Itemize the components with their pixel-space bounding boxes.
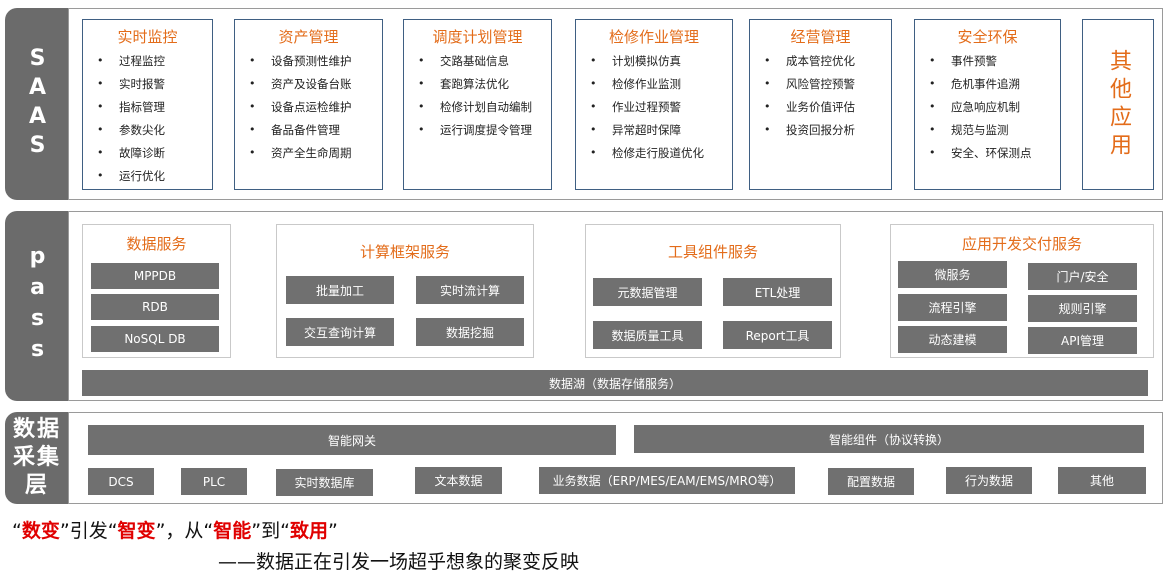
- list-item: 资产及设备台账: [249, 76, 376, 92]
- app-process-engine: 流程引擎: [898, 294, 1007, 321]
- list-item: 运行优化: [97, 168, 206, 184]
- data-service-mppdb: MPPDB: [91, 263, 219, 289]
- list-item: 业务价值评估: [764, 99, 885, 115]
- saas-module-title: 安全环保: [957, 28, 1018, 46]
- pass-label-text: pass: [25, 244, 50, 368]
- app-microservice: 微服务: [898, 261, 1007, 288]
- saas-module-title: 调度计划管理: [432, 28, 523, 46]
- list-item: 指标管理: [97, 99, 206, 115]
- saas-module-title: 经营管理: [790, 28, 851, 46]
- list-item: 设备点运检维护: [249, 99, 376, 115]
- list-item: 事件预警: [929, 53, 1048, 69]
- saas-module-title: 实时监控: [117, 28, 178, 46]
- compute-stream: 实时流计算: [416, 276, 524, 304]
- saas-module-asset-management: 资产管理 设备预测性维护 资产及设备台账 设备点运检维护 备品备件管理 资产全生…: [234, 19, 383, 190]
- caption-emphasis: 智变: [117, 520, 156, 542]
- app-api-management: API管理: [1028, 327, 1137, 354]
- list-item: 资产全生命周期: [249, 145, 376, 161]
- app-dev-delivery-title: 应用开发交付服务: [961, 235, 1082, 253]
- source-plc: PLC: [181, 468, 247, 495]
- saas-module-operations-management: 经营管理 成本管控优化 风险管控预警 业务价值评估 投资回报分析: [749, 19, 892, 190]
- data-service-rdb: RDB: [91, 294, 219, 320]
- saas-module-title: 资产管理: [278, 28, 339, 46]
- tools-component-title: 工具组件服务: [667, 243, 758, 261]
- saas-other-apps-label: 其他应用: [1106, 48, 1131, 161]
- smart-component-bar: 智能组件（协议转换）: [634, 425, 1144, 453]
- collect-label-text: 数据采集层: [13, 417, 62, 498]
- saas-module-title: 检修作业管理: [608, 28, 699, 46]
- caption-line-2: ——数据正在引发一场超乎想象的聚变反映: [218, 551, 580, 573]
- source-realtime-db: 实时数据库: [276, 469, 373, 496]
- list-item: 异常超时保障: [590, 122, 720, 138]
- app-rule-engine: 规则引擎: [1028, 295, 1137, 322]
- list-item: 故障诊断: [97, 145, 206, 161]
- list-item: 设备预测性维护: [249, 53, 376, 69]
- app-dynamic-modeling: 动态建模: [898, 326, 1007, 353]
- tool-data-quality: 数据质量工具: [593, 321, 702, 349]
- list-item: 交路基础信息: [418, 53, 539, 69]
- list-item: 作业过程预警: [590, 99, 720, 115]
- list-item: 实时报警: [97, 76, 206, 92]
- source-config-data: 配置数据: [828, 468, 914, 495]
- caption-text: “: [12, 520, 22, 542]
- compute-batch: 批量加工: [286, 276, 394, 304]
- list-item: 应急响应机制: [929, 99, 1048, 115]
- saas-module-maintenance-work: 检修作业管理 计划模拟仿真 检修作业监测 作业过程预警 异常超时保障 检修走行股…: [575, 19, 733, 190]
- saas-label-text: SAAS: [25, 46, 50, 162]
- caption-text: ”，从“: [155, 520, 214, 542]
- app-portal-security: 门户/安全: [1028, 263, 1137, 290]
- source-text-data: 文本数据: [415, 467, 502, 494]
- caption-text: ”: [327, 520, 338, 542]
- list-item: 危机事件追溯: [929, 76, 1048, 92]
- source-dcs: DCS: [88, 468, 154, 495]
- saas-other-apps: 其他应用: [1082, 19, 1154, 190]
- list-item: 安全、环保测点: [929, 145, 1048, 161]
- collect-layer-label: 数据采集层: [5, 412, 69, 504]
- source-behavior-data: 行为数据: [946, 467, 1032, 494]
- saas-layer-label: SAAS: [5, 8, 69, 200]
- caption-emphasis: 致用: [289, 520, 328, 542]
- list-item: 检修计划自动编制: [418, 99, 539, 115]
- list-item: 过程监控: [97, 53, 206, 69]
- caption-text: ”引发“: [59, 520, 118, 542]
- data-service-nosql: NoSQL DB: [91, 326, 219, 352]
- saas-module-safety-environment: 安全环保 事件预警 危机事件追溯 应急响应机制 规范与监测 安全、环保测点: [914, 19, 1061, 190]
- saas-module-dispatch-plan: 调度计划管理 交路基础信息 套跑算法优化 检修计划自动编制 运行调度提令管理: [403, 19, 552, 190]
- list-item: 计划模拟仿真: [590, 53, 720, 69]
- compute-data-mining: 数据挖掘: [416, 318, 524, 346]
- list-item: 投资回报分析: [764, 122, 885, 138]
- list-item: 成本管控优化: [764, 53, 885, 69]
- list-item: 套跑算法优化: [418, 76, 539, 92]
- list-item: 备品备件管理: [249, 122, 376, 138]
- tool-etl: ETL处理: [723, 278, 832, 306]
- source-business-data: 业务数据（ERP/MES/EAM/EMS/MRO等）: [539, 467, 795, 494]
- list-item: 检修走行股道优化: [590, 145, 720, 161]
- tool-report: Report工具: [723, 321, 832, 349]
- pass-layer-label: pass: [5, 211, 69, 401]
- saas-module-realtime-monitor: 实时监控 过程监控 实时报警 指标管理 参数尖化 故障诊断 运行优化: [82, 19, 213, 190]
- caption-emphasis: 智能: [213, 520, 252, 542]
- data-lake-bar: 数据湖（数据存储服务）: [82, 370, 1148, 396]
- list-item: 规范与监测: [929, 122, 1048, 138]
- list-item: 检修作业监测: [590, 76, 720, 92]
- data-service-title: 数据服务: [126, 235, 187, 253]
- source-other: 其他: [1058, 467, 1146, 494]
- caption-emphasis: 数变: [21, 520, 60, 542]
- caption-line-1: “数变”引发“智变”，从“智能”到“致用”: [12, 516, 338, 543]
- smart-gateway-bar: 智能网关: [88, 425, 616, 455]
- list-item: 运行调度提令管理: [418, 122, 539, 138]
- list-item: 风险管控预警: [764, 76, 885, 92]
- caption-text: ”到“: [251, 520, 290, 542]
- tool-metadata: 元数据管理: [593, 278, 702, 306]
- list-item: 参数尖化: [97, 122, 206, 138]
- compute-interactive-query: 交互查询计算: [286, 318, 394, 346]
- compute-framework-title: 计算框架服务: [359, 243, 450, 261]
